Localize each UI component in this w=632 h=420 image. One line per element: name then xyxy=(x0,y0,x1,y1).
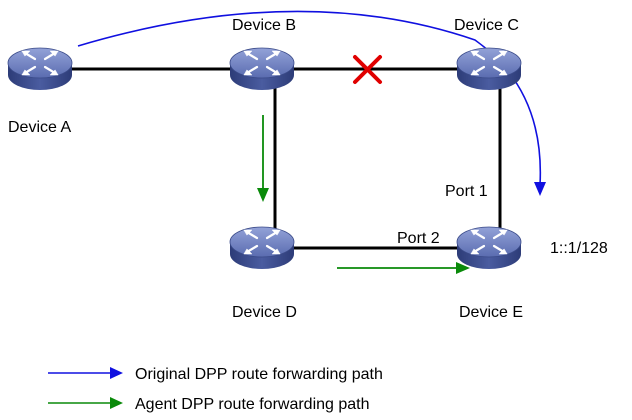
device-e-label: Device E xyxy=(459,304,523,321)
agent-path-arrow-down xyxy=(257,115,269,202)
port2-label: Port 2 xyxy=(397,230,440,247)
device-b-router-icon[interactable] xyxy=(228,46,296,92)
device-a-label: Device A xyxy=(8,119,71,136)
link-failure-x-icon xyxy=(353,55,382,84)
legend-original-arrow xyxy=(48,367,123,379)
legend-original-label: Original DPP route forwarding path xyxy=(135,366,383,383)
address-label: 1::1/128 xyxy=(550,240,608,257)
legend-agent-arrow xyxy=(48,397,123,409)
device-c-router-icon[interactable] xyxy=(455,46,523,92)
port1-label: Port 1 xyxy=(445,183,488,200)
device-d-label: Device D xyxy=(232,304,297,321)
device-c-label: Device C xyxy=(454,17,519,34)
agent-path-arrow-right xyxy=(337,262,470,274)
legend-agent-label: Agent DPP route forwarding path xyxy=(135,396,370,413)
device-e-router-icon[interactable] xyxy=(455,225,523,271)
device-b-label: Device B xyxy=(232,17,296,34)
original-path-arrow xyxy=(77,10,546,196)
device-d-router-icon[interactable] xyxy=(228,225,296,271)
device-a-router-icon[interactable] xyxy=(6,46,74,92)
legend: Original DPP route forwarding path Agent… xyxy=(48,366,383,413)
